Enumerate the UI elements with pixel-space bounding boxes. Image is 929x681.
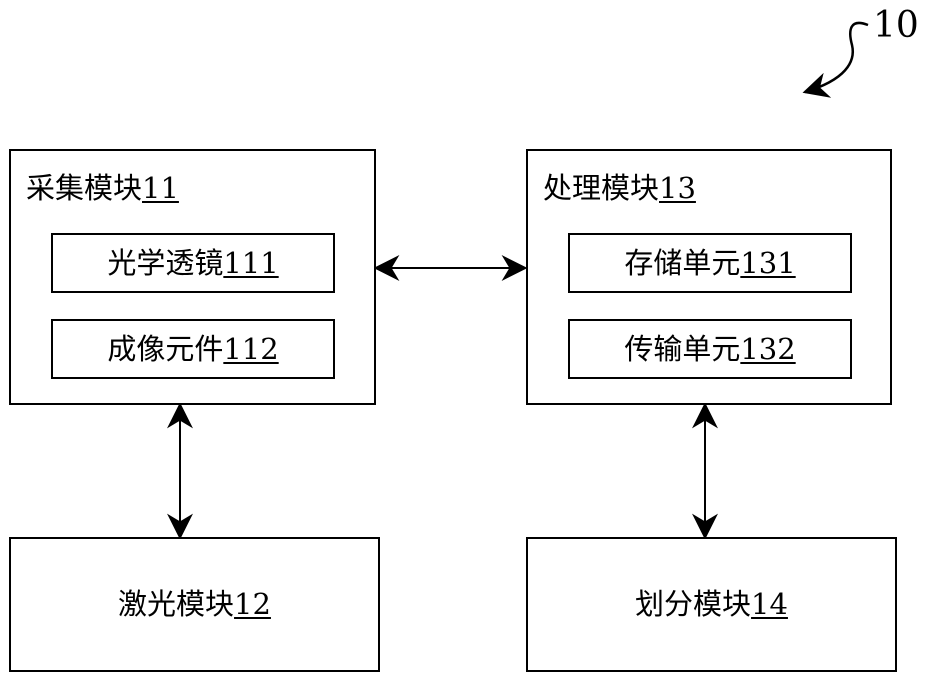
optical-lens-unit-box: 光学透镜111 xyxy=(51,233,335,293)
imaging-element-unit-label: 成像元件112 xyxy=(107,335,278,364)
storage-unit-box: 存储单元131 xyxy=(568,233,852,293)
optical-lens-unit-name: 光学透镜 xyxy=(107,246,223,280)
figure-reference-label: 10 xyxy=(873,8,919,44)
processing-module-box: 处理模块13 存储单元131 传输单元132 xyxy=(526,149,892,405)
storage-unit-number: 131 xyxy=(740,246,795,280)
division-module-number: 14 xyxy=(751,587,788,621)
processing-module-number: 13 xyxy=(659,171,696,205)
acquisition-module-name: 采集模块 xyxy=(26,171,142,205)
laser-module-label: 激光模块12 xyxy=(118,590,271,619)
laser-module-number: 12 xyxy=(234,587,271,621)
processing-module-name: 处理模块 xyxy=(543,171,659,205)
acquisition-module-box: 采集模块11 光学透镜111 成像元件112 xyxy=(9,149,376,405)
laser-module-box: 激光模块12 xyxy=(9,537,380,672)
optical-lens-unit-number: 111 xyxy=(223,246,278,280)
transmission-unit-number: 132 xyxy=(740,332,795,366)
transmission-unit-name: 传输单元 xyxy=(624,332,740,366)
division-module-label: 划分模块14 xyxy=(635,590,788,619)
acquisition-module-number: 11 xyxy=(142,171,179,205)
division-module-name: 划分模块 xyxy=(635,587,751,621)
division-module-box: 划分模块14 xyxy=(526,537,897,672)
storage-unit-name: 存储单元 xyxy=(624,246,740,280)
imaging-element-unit-box: 成像元件112 xyxy=(51,319,335,379)
transmission-unit-box: 传输单元132 xyxy=(568,319,852,379)
imaging-element-unit-name: 成像元件 xyxy=(107,332,223,366)
imaging-element-unit-number: 112 xyxy=(223,332,278,366)
storage-unit-label: 存储单元131 xyxy=(624,249,795,278)
processing-module-title: 处理模块13 xyxy=(543,174,696,203)
optical-lens-unit-label: 光学透镜111 xyxy=(107,249,278,278)
laser-module-name: 激光模块 xyxy=(118,587,234,621)
acquisition-module-title: 采集模块11 xyxy=(26,174,179,203)
transmission-unit-label: 传输单元132 xyxy=(624,335,795,364)
reference-pointer-arrow xyxy=(805,23,868,92)
